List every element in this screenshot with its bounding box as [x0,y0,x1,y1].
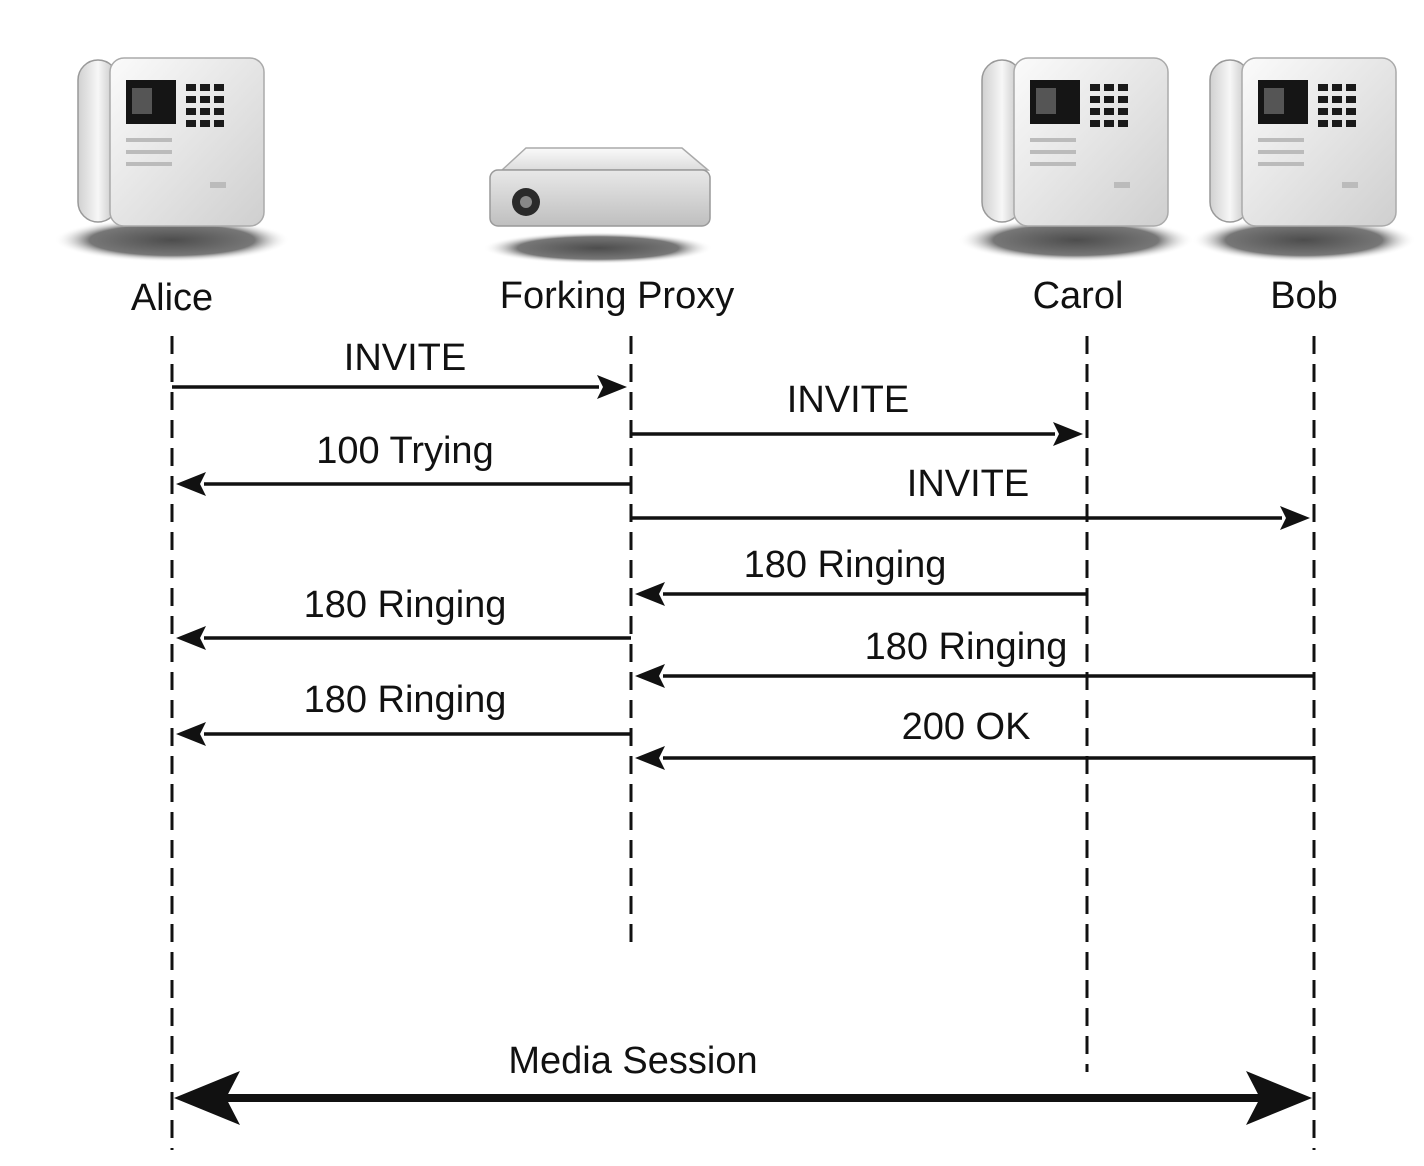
participant-label-bob: Bob [1270,275,1338,317]
arrowhead-icon [176,626,206,650]
bob-phone-icon [1192,57,1416,262]
carol-phone-icon [958,57,1194,262]
message-label: 180 Ringing [304,679,507,721]
arrowhead-icon [597,375,627,399]
arrowhead-icon [635,664,665,688]
message-label: 180 Ringing [865,626,1068,668]
message-label: INVITE [344,337,466,379]
arrowhead-icon [176,472,206,496]
arrowhead-icon [1053,422,1083,446]
arrowhead-icon [1280,506,1310,530]
arrowhead-icon [1246,1071,1312,1125]
message-label: 200 OK [902,706,1031,748]
message-arrows: INVITE INVITE 100 Trying INVITE 180 Ring… [172,337,1314,770]
arrowhead-icon [635,582,665,606]
media-session-arrow [174,1071,1312,1125]
alice-phone-icon [54,57,290,262]
proxy-server-icon [483,147,713,264]
arrowhead-icon [174,1071,240,1125]
arrowhead-icon [176,722,206,746]
message-label: INVITE [907,463,1029,505]
message-label: 180 Ringing [304,584,507,626]
participant-label-carol: Carol [1033,275,1124,317]
arrowhead-icon [635,746,665,770]
media-session-label: Media Session [508,1040,757,1082]
participant-label-alice: Alice [131,277,213,319]
message-label: INVITE [787,379,909,421]
participant-label-proxy: Forking Proxy [500,275,734,317]
message-label: 100 Trying [316,430,493,472]
message-label: 180 Ringing [744,544,947,586]
